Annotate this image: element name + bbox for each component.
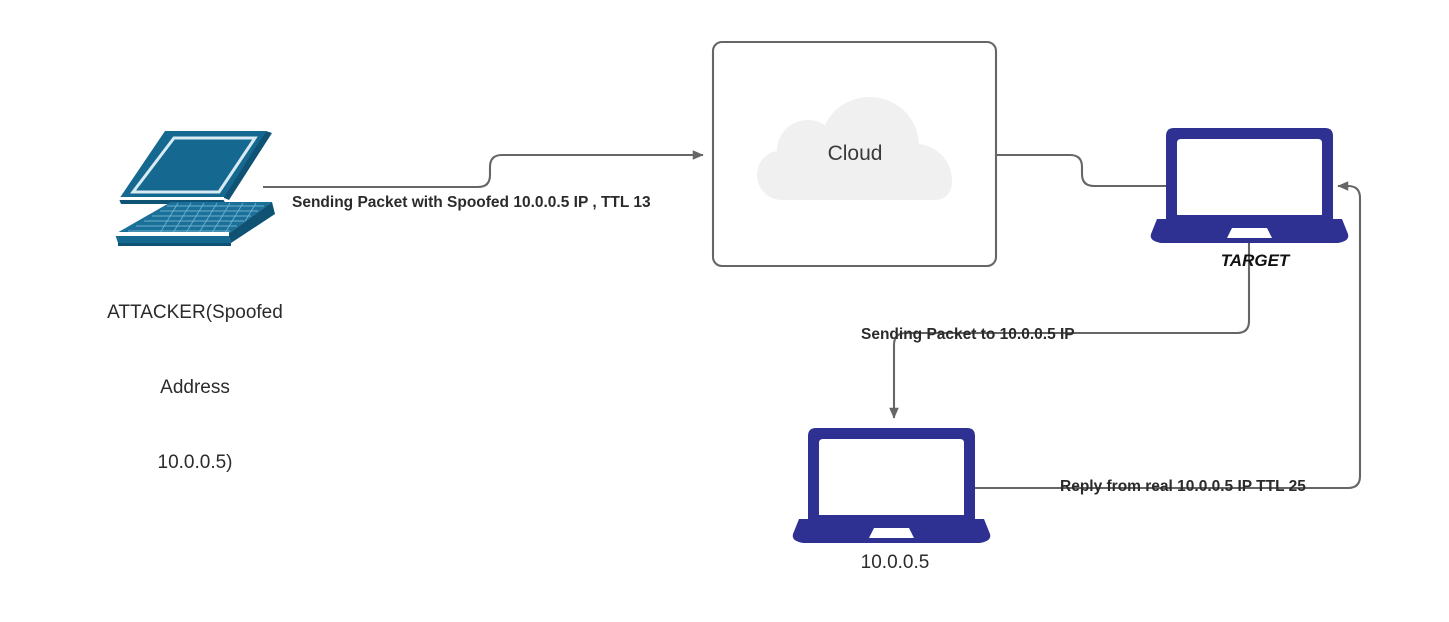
attacker-label-line-2: Address: [160, 377, 230, 398]
attacker-label-line-3: 10.0.0.5): [157, 452, 233, 473]
edge-attacker-to-cloud: [263, 150, 704, 189]
attacker-label: ATTACKER(Spoofed Address 10.0.0.5): [55, 250, 335, 525]
edge-label-attacker-to-cloud: Sending Packet with Spoofed 10.0.0.5 IP …: [292, 194, 651, 211]
cloud-icon: [757, 97, 952, 200]
attacker-label-line-1: ATTACKER(Spoofed: [107, 302, 283, 323]
connector-line: [996, 153, 1168, 188]
edge-label-target-to-victim: Sending Packet to 10.0.0.5 IP: [861, 326, 1075, 343]
edge-target-to-victim: [889, 240, 1251, 419]
cloud-label: Cloud: [827, 142, 883, 165]
victim-laptop-icon: [792, 428, 991, 543]
edge-victim-to-target: [975, 181, 1362, 490]
edge-cloud-to-target: [996, 153, 1168, 188]
edge-label-victim-to-target: Reply from real 10.0.0.5 IP TTL 25: [1060, 478, 1306, 495]
target-label: TARGET: [1220, 251, 1290, 270]
target-laptop-icon: [1150, 128, 1349, 243]
victim-label: 10.0.0.5: [860, 552, 930, 573]
attacker-laptop-icon: [114, 131, 275, 246]
connector-line: [263, 150, 704, 189]
cloud-container: [711, 40, 998, 268]
connector-line: [975, 181, 1362, 490]
connector-line: [889, 240, 1251, 419]
